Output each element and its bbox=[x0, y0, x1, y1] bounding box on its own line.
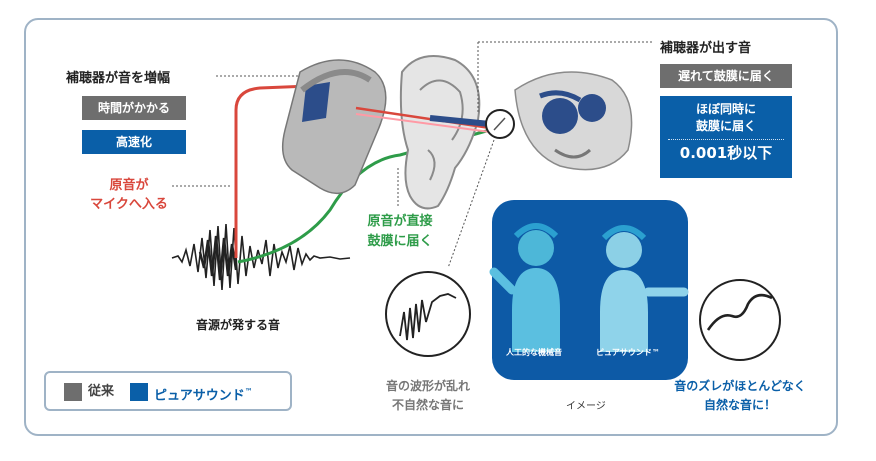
amplify-puresound-tag: 高速化 bbox=[82, 130, 186, 154]
ear-illustration bbox=[399, 55, 481, 210]
right-person-label: ピュアサウンド™ bbox=[596, 348, 660, 357]
output-conventional-tag: 遅れて鼓膜に届く bbox=[660, 64, 792, 88]
direct-label-line2: 鼓膜に届く bbox=[367, 234, 433, 249]
hearing-aid bbox=[281, 59, 387, 194]
source-sound-label: 音源が発する音 bbox=[196, 318, 281, 332]
people-illustration bbox=[489, 200, 689, 380]
output-puresound-line1: ほぼ同時に bbox=[695, 102, 756, 116]
amplify-title: 補聴器が音を増幅 bbox=[66, 71, 171, 86]
output-title: 補聴器が出す音 bbox=[660, 41, 752, 56]
output-puresound-box: ほぼ同時に 鼓膜に届く 0.001秒以下 bbox=[660, 96, 792, 178]
ear-canal-tubes bbox=[355, 106, 491, 133]
source-waveform bbox=[171, 223, 351, 291]
legend-puresound-label: ピュアサウンド™ bbox=[154, 383, 253, 405]
mic-input-path bbox=[234, 84, 311, 258]
distorted-caption-line1: 音の波形が乱れ bbox=[385, 379, 470, 393]
mic-label-line1: 原音が bbox=[109, 178, 149, 193]
direct-label-line1: 原音が直接 bbox=[367, 214, 433, 229]
legend-puresound-text: ピュアサウンド bbox=[154, 388, 245, 404]
mic-label-line2: マイクへ入る bbox=[90, 197, 168, 212]
inner-ear-illustration bbox=[514, 71, 633, 171]
smooth-caption-line1: 音のズレがほとんどなく bbox=[674, 379, 806, 393]
legend-conventional-label: 従来 bbox=[88, 384, 115, 399]
output-puresound-line2: 鼓膜に届く bbox=[695, 119, 756, 133]
distorted-caption-line2: 不自然な音に bbox=[391, 398, 464, 412]
output-puresound-time: 0.001秒以下 bbox=[679, 144, 773, 162]
smooth-waveform bbox=[699, 279, 781, 361]
legend-puresound-swatch bbox=[130, 383, 148, 401]
smooth-caption-line2: 自然な音に！ bbox=[703, 398, 776, 412]
legend: 従来 ピュアサウンド™ bbox=[44, 371, 292, 411]
left-person-label: 人工的な機械音 bbox=[506, 348, 562, 357]
amplify-conventional-tag: 時間がかかる bbox=[82, 96, 186, 120]
diagram-frame bbox=[24, 18, 838, 436]
distorted-waveform bbox=[385, 271, 471, 357]
legend-tm: ™ bbox=[244, 387, 253, 396]
direct-path bbox=[237, 128, 491, 264]
illustration-caption: イメージ bbox=[566, 401, 606, 412]
legend-conventional-swatch bbox=[64, 383, 82, 401]
